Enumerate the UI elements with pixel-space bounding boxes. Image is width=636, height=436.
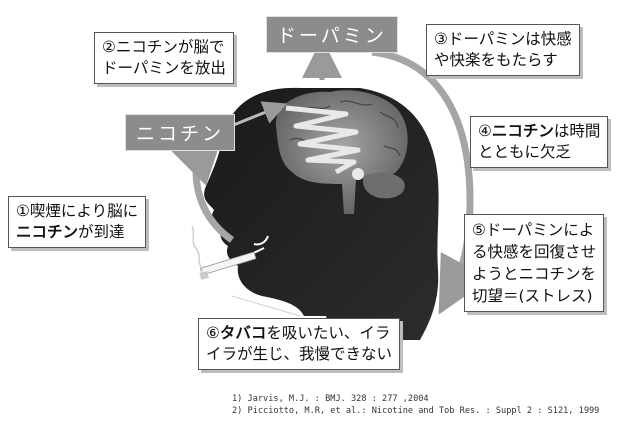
step-4-box: ④ニコチンは時間とともに欠乏 [470,116,609,168]
step-2-box: ②ニコチンが脳でドーパミンを放出 [94,32,234,84]
step-5-line-1: ⑤ドーパミンによ [472,219,596,241]
step-2-line-2: ドーパミンを放出 [102,58,226,79]
step-6-line-2: イラが生じ、我慢できない [206,344,392,365]
step-5-line-4: 切望＝(ストレス) [472,285,596,307]
step-1-line-2: ニコチンが到達 [16,222,138,243]
smoke-trail [191,225,204,271]
step-1-text: ①喫煙により脳に [16,202,139,220]
step-5-text: ⑤ドーパミンによ [472,221,595,239]
step-1-line-1: ①喫煙により脳に [16,201,138,222]
dopamine-node [352,168,364,180]
nicotine-label: ニコチン [125,114,236,151]
step-5-text: ようとニコチンを [472,265,597,283]
reference-2: 2) Picciotto, M.R, et al.: Nicotine and … [232,406,600,417]
step-3-text: ③ドーパミンは快感 [434,30,572,48]
step-4-text: とともに欠乏 [478,142,572,161]
mouth-line [253,235,269,246]
step-3-line-2: や快楽をもたらす [434,50,572,71]
cycle-arrow-left [166,126,235,243]
step-1-text: ニコチン [16,222,79,241]
step-2-text: ②ニコチンが脳で [102,38,225,56]
step-6-line-1: ⑥タバコを吸いたい、イラ [206,323,392,344]
step-6-text: ⑥ [206,324,220,342]
reference-1: 1) Jarvis, M.J. : BMJ. 328 : 277 ,2004 [232,394,429,404]
step-5-text: 切望＝(ストレス) [472,287,593,305]
step-4-text: ④ [478,122,492,140]
cerebellum-shape [362,172,405,199]
step-3-line-1: ③ドーパミンは快感 [434,29,572,50]
references: 1) Jarvis, M.J. : BMJ. 328 : 277 ,2004 2… [232,393,599,418]
cigarette-ash [199,270,209,280]
step-3-text: や快楽をもたらす [434,50,558,69]
step-5-text: る快感を回復させ [472,243,597,261]
step-5-box: ⑤ドーパミンによる快感を回復させようとニコチンを切望＝(ストレス) [464,214,605,312]
step-5-line-3: ようとニコチンを [472,263,596,285]
step-4-text: ニコチン [491,122,554,140]
step-1-text: が到達 [78,222,125,241]
step-1-box: ①喫煙により脳にニコチンが到達 [8,196,147,248]
step-6-text: タバコ [219,324,267,342]
cycle-arrow-right [371,48,490,315]
step-2-text: ドーパミンを放出 [102,58,226,77]
step-4-line-2: とともに欠乏 [478,142,600,163]
step-2-line-1: ②ニコチンが脳で [102,37,226,58]
step-5-line-2: る快感を回復させ [472,241,596,263]
step-4-line-1: ④ニコチンは時間 [478,121,600,142]
step-4-text: は時間 [553,122,601,140]
dopamine-label: ドーパミン [266,16,398,53]
step-6-text: イラが生じ、我慢できない [206,344,393,363]
step-6-box: ⑥タバコを吸いたい、イライラが生じ、我慢できない [198,318,401,370]
step-6-text: を吸いたい、イラ [266,324,391,342]
neck-line [231,295,301,317]
cigarette [199,251,257,276]
step-3-box: ③ドーパミンは快感や快楽をもたらす [426,24,580,76]
nerve-zigzag [285,105,361,175]
